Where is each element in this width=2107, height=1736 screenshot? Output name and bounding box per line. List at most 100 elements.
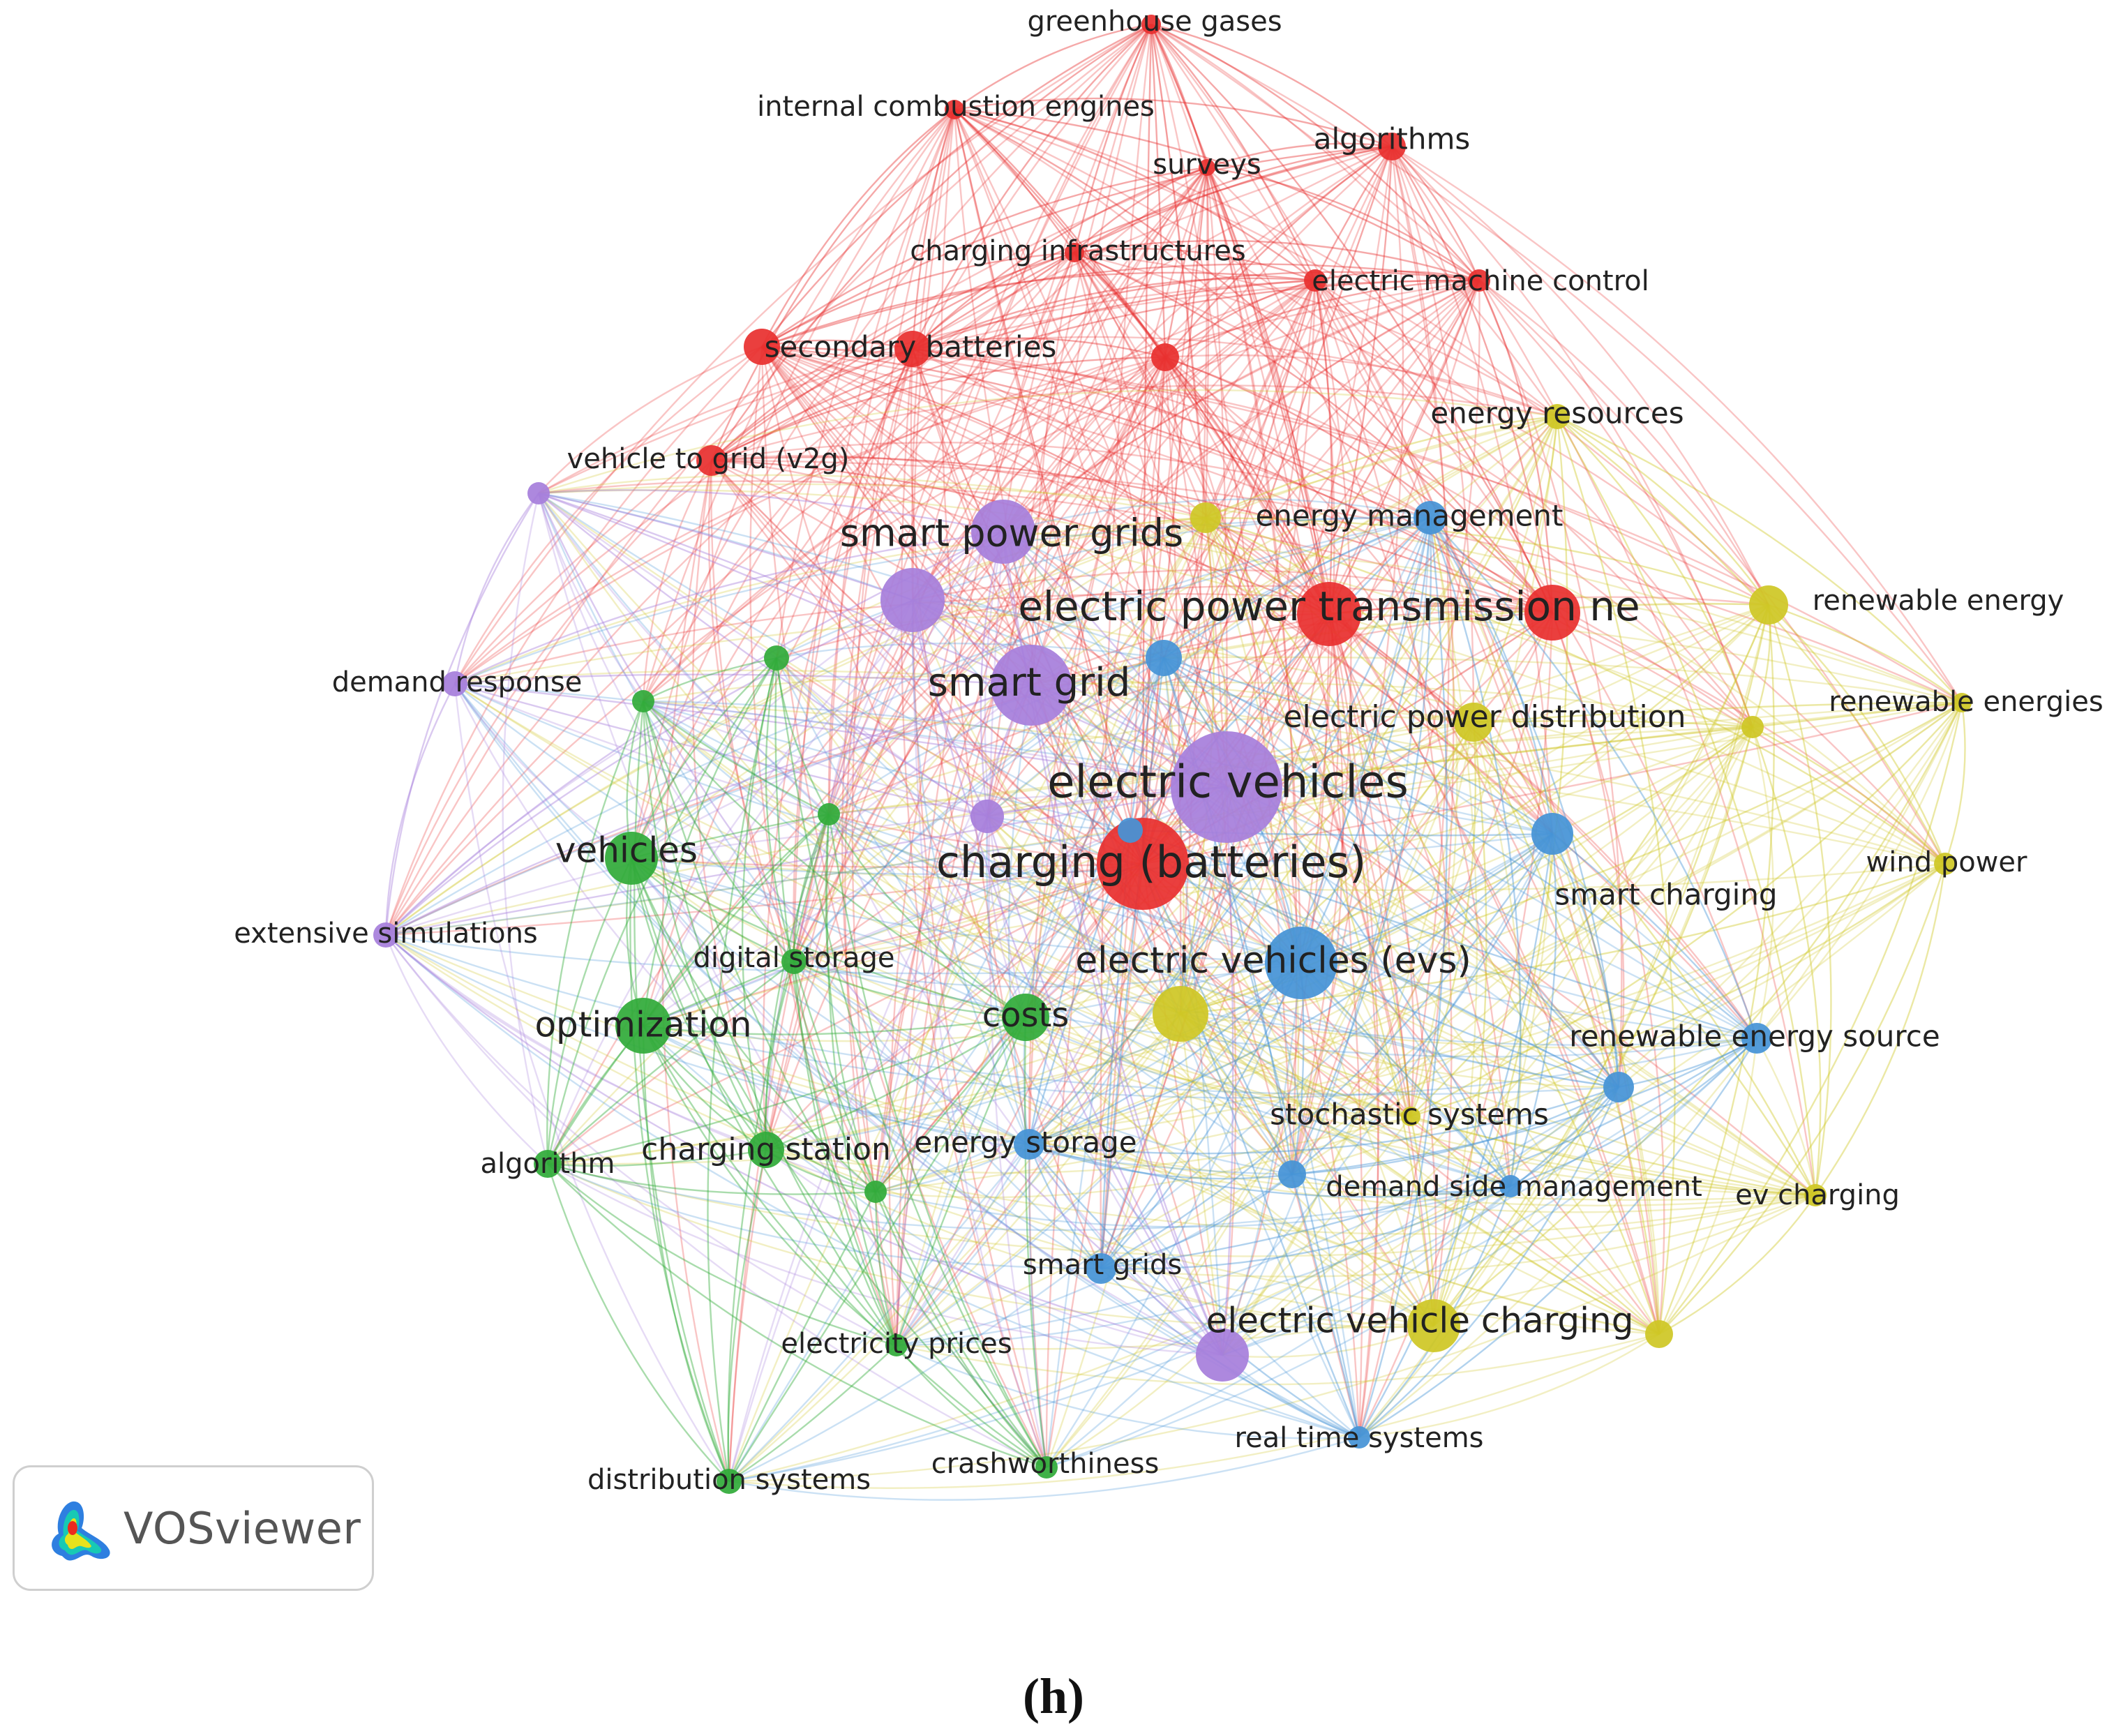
label-algorithm[interactable]: algorithm bbox=[480, 1148, 615, 1180]
node-p1[interactable] bbox=[880, 568, 945, 632]
label-distsys[interactable]: distribution systems bbox=[587, 1464, 871, 1496]
node-algorithm[interactable] bbox=[534, 1150, 562, 1178]
label-rts[interactable]: real time systems bbox=[1234, 1422, 1483, 1454]
node-wind[interactable] bbox=[1934, 853, 1956, 875]
label-chargingbat[interactable]: charging (batteries) bbox=[936, 837, 1366, 888]
node-elecprices[interactable] bbox=[885, 1334, 908, 1356]
node-demandresp[interactable] bbox=[442, 671, 467, 696]
node-spg[interactable] bbox=[971, 500, 1035, 564]
node-smartgrids[interactable] bbox=[1086, 1253, 1116, 1284]
node-chargstation[interactable] bbox=[748, 1132, 784, 1168]
node-g1[interactable] bbox=[764, 645, 789, 671]
node-p3[interactable] bbox=[970, 800, 1004, 833]
node-charginfra[interactable] bbox=[1065, 243, 1084, 262]
node-smartgrid[interactable] bbox=[991, 645, 1072, 726]
label-smartgrids[interactable]: smart grids bbox=[1023, 1249, 1182, 1281]
node-extsim[interactable] bbox=[373, 922, 398, 948]
node-p4[interactable] bbox=[1196, 1329, 1249, 1382]
node-ev[interactable] bbox=[1171, 731, 1282, 843]
label-emc[interactable]: electric machine control bbox=[1312, 265, 1649, 297]
label-evs[interactable]: electric vehicles (evs) bbox=[1075, 940, 1471, 982]
label-dsm[interactable]: demand side management bbox=[1326, 1171, 1702, 1203]
node-energymgmt[interactable] bbox=[1414, 501, 1447, 534]
node-greenhouse[interactable] bbox=[1141, 15, 1161, 34]
node-distsys[interactable] bbox=[717, 1469, 742, 1494]
node-b4[interactable] bbox=[1118, 818, 1143, 843]
label-extsim[interactable]: extensive simulations bbox=[234, 918, 538, 950]
label-demandresp[interactable]: demand response bbox=[332, 666, 583, 698]
node-crash[interactable] bbox=[1035, 1456, 1058, 1479]
node-stoch[interactable] bbox=[1401, 1107, 1420, 1126]
node-algorithms[interactable] bbox=[1378, 133, 1406, 160]
label-digstorage[interactable]: digital storage bbox=[693, 942, 895, 974]
node-secbatt[interactable] bbox=[744, 329, 780, 365]
node-rts[interactable] bbox=[1348, 1426, 1370, 1449]
node-b3[interactable] bbox=[1278, 1160, 1306, 1188]
label-smartgrid[interactable]: smart grid bbox=[928, 660, 1131, 705]
node-res[interactable] bbox=[1741, 1023, 1772, 1054]
label-energymgmt[interactable]: energy management bbox=[1255, 499, 1563, 533]
node-costs[interactable] bbox=[1002, 994, 1049, 1041]
node-p2[interactable] bbox=[527, 482, 550, 504]
label-smartcharging[interactable]: smart charging bbox=[1554, 878, 1777, 912]
node-renewable[interactable] bbox=[1749, 585, 1788, 624]
label-vehicles[interactable]: vehicles bbox=[555, 830, 698, 871]
node-energyres[interactable] bbox=[1545, 404, 1570, 429]
label-stoch[interactable]: stochastic systems bbox=[1270, 1098, 1549, 1132]
label-evc[interactable]: electric vehicle charging bbox=[1206, 1301, 1634, 1341]
label-surveys[interactable]: surveys bbox=[1153, 149, 1261, 181]
node-b2[interactable] bbox=[1603, 1072, 1634, 1102]
node-eptl[interactable] bbox=[1297, 582, 1361, 646]
node-dsm[interactable] bbox=[1499, 1175, 1522, 1197]
node-g4[interactable] bbox=[864, 1181, 887, 1203]
label-optimization[interactable]: optimization bbox=[534, 1005, 751, 1045]
label-evcharging[interactable]: ev charging bbox=[1735, 1179, 1900, 1211]
label-eptl[interactable]: electric power transmission ne bbox=[1018, 583, 1640, 630]
label-greenhouse[interactable]: greenhouse gases bbox=[1027, 6, 1282, 38]
node-b1[interactable] bbox=[1146, 640, 1182, 676]
node-r2[interactable] bbox=[1151, 343, 1179, 371]
label-spg[interactable]: smart power grids bbox=[840, 511, 1183, 555]
label-charginfra[interactable]: charging infrastructures bbox=[910, 235, 1245, 267]
node-r3[interactable] bbox=[1524, 585, 1580, 641]
node-epd[interactable] bbox=[1454, 703, 1493, 742]
label-renewable[interactable]: renewable energy bbox=[1813, 585, 2064, 617]
node-g3[interactable] bbox=[818, 803, 840, 825]
label-energyres[interactable]: energy resources bbox=[1430, 396, 1684, 431]
label-ev[interactable]: electric vehicles bbox=[1047, 757, 1409, 809]
node-y2[interactable] bbox=[1153, 986, 1208, 1042]
node-energystorage[interactable] bbox=[1014, 1129, 1044, 1160]
node-v2g[interactable] bbox=[696, 445, 727, 476]
label-costs[interactable]: costs bbox=[982, 996, 1070, 1035]
label-ice[interactable]: internal combustion engines bbox=[757, 91, 1155, 123]
label-energystorage[interactable]: energy storage bbox=[914, 1125, 1137, 1160]
node-evc[interactable] bbox=[1407, 1299, 1460, 1352]
node-emc[interactable] bbox=[1304, 269, 1326, 292]
node-g2[interactable] bbox=[632, 690, 654, 712]
node-vehicles[interactable] bbox=[605, 832, 658, 885]
node-ice[interactable] bbox=[945, 100, 964, 119]
node-digstorage[interactable] bbox=[781, 949, 807, 974]
node-smartcharging[interactable] bbox=[1531, 813, 1573, 855]
label-wind[interactable]: wind power bbox=[1866, 846, 2027, 878]
label-crash[interactable]: crashworthiness bbox=[931, 1448, 1160, 1480]
node-r4[interactable] bbox=[1468, 269, 1490, 292]
node-chargingbat[interactable] bbox=[1097, 818, 1189, 910]
node-y1[interactable] bbox=[1190, 502, 1221, 533]
label-renewables[interactable]: renewable energies bbox=[1829, 686, 2103, 718]
label-elecprices[interactable]: electricity prices bbox=[781, 1328, 1012, 1360]
label-v2g[interactable]: vehicle to grid (v2g) bbox=[567, 443, 850, 475]
label-secbatt[interactable]: secondary batteries bbox=[765, 330, 1057, 364]
label-res[interactable]: renewable energy source bbox=[1569, 1019, 1940, 1054]
node-surveys[interactable] bbox=[1199, 159, 1215, 176]
node-optimization[interactable] bbox=[615, 998, 671, 1054]
node-renewables[interactable] bbox=[1952, 693, 1972, 712]
label-epd[interactable]: electric power distribution bbox=[1283, 699, 1686, 735]
node-r1[interactable] bbox=[894, 331, 931, 367]
label-chargstation[interactable]: charging station bbox=[641, 1132, 891, 1167]
node-evs[interactable] bbox=[1265, 927, 1337, 999]
node-y4[interactable] bbox=[1645, 1320, 1673, 1348]
node-y3[interactable] bbox=[1741, 716, 1764, 738]
label-algorithms[interactable]: algorithms bbox=[1314, 122, 1471, 156]
node-evcharging[interactable] bbox=[1804, 1184, 1827, 1206]
